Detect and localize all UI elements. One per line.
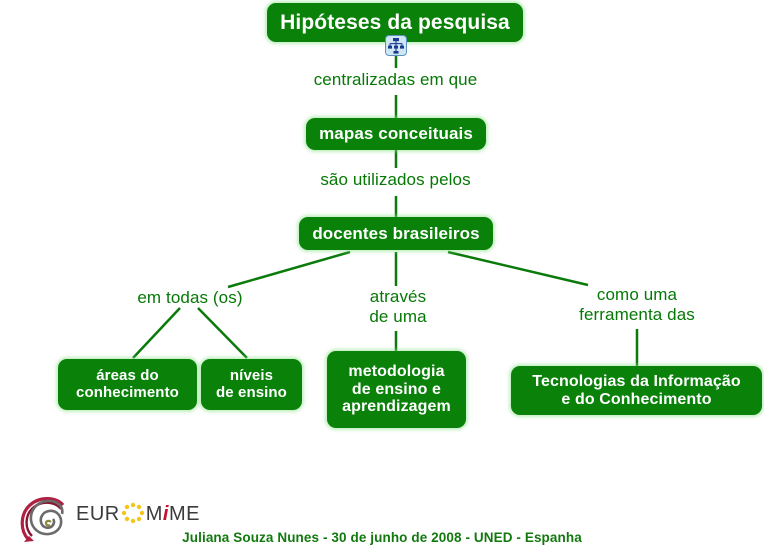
node-niveis-de-ensino[interactable]: níveis de ensino: [201, 359, 302, 410]
node-mapas-conceituais[interactable]: mapas conceituais: [306, 118, 486, 150]
node-areas-do-conhecimento[interactable]: áreas do conhecimento: [58, 359, 197, 410]
hierarchy-tree-icon[interactable]: [385, 35, 407, 56]
node-tecnologias-da-informacao-e-do-conhecimento[interactable]: Tecnologias da Informação e do Conhecime…: [511, 366, 762, 415]
link-label-como-uma-ferramenta-das: como uma ferramenta das: [579, 285, 695, 324]
link-label-sao-utilizados-pelos: são utilizados pelos: [320, 170, 471, 189]
euromime-wordmark: EUR MiME: [76, 502, 200, 528]
logo-text-m: M: [145, 503, 163, 525]
link-label-centralizadas-em-que: centralizadas em que: [313, 70, 478, 89]
eu-stars-circle-icon: [120, 502, 146, 524]
link-label-em-todas-os: em todas (os): [137, 288, 243, 307]
euromime-logo: EUR MiME: [18, 492, 200, 542]
node-metodologia-de-ensino-e-aprendizagem[interactable]: metodologia de ensino e aprendizagem: [327, 351, 466, 428]
logo-text-me: ME: [168, 503, 200, 525]
logo-text-eur: EUR: [76, 503, 120, 525]
node-docentes-brasileiros[interactable]: docentes brasileiros: [299, 217, 493, 250]
footer-credit-line: Juliana Souza Nunes - 30 de junho de 200…: [182, 530, 582, 545]
euromime-spiral-icon: [18, 492, 74, 542]
link-label-atraves-de-uma: através de uma: [369, 287, 427, 326]
logo-text-i: i: [162, 503, 169, 525]
